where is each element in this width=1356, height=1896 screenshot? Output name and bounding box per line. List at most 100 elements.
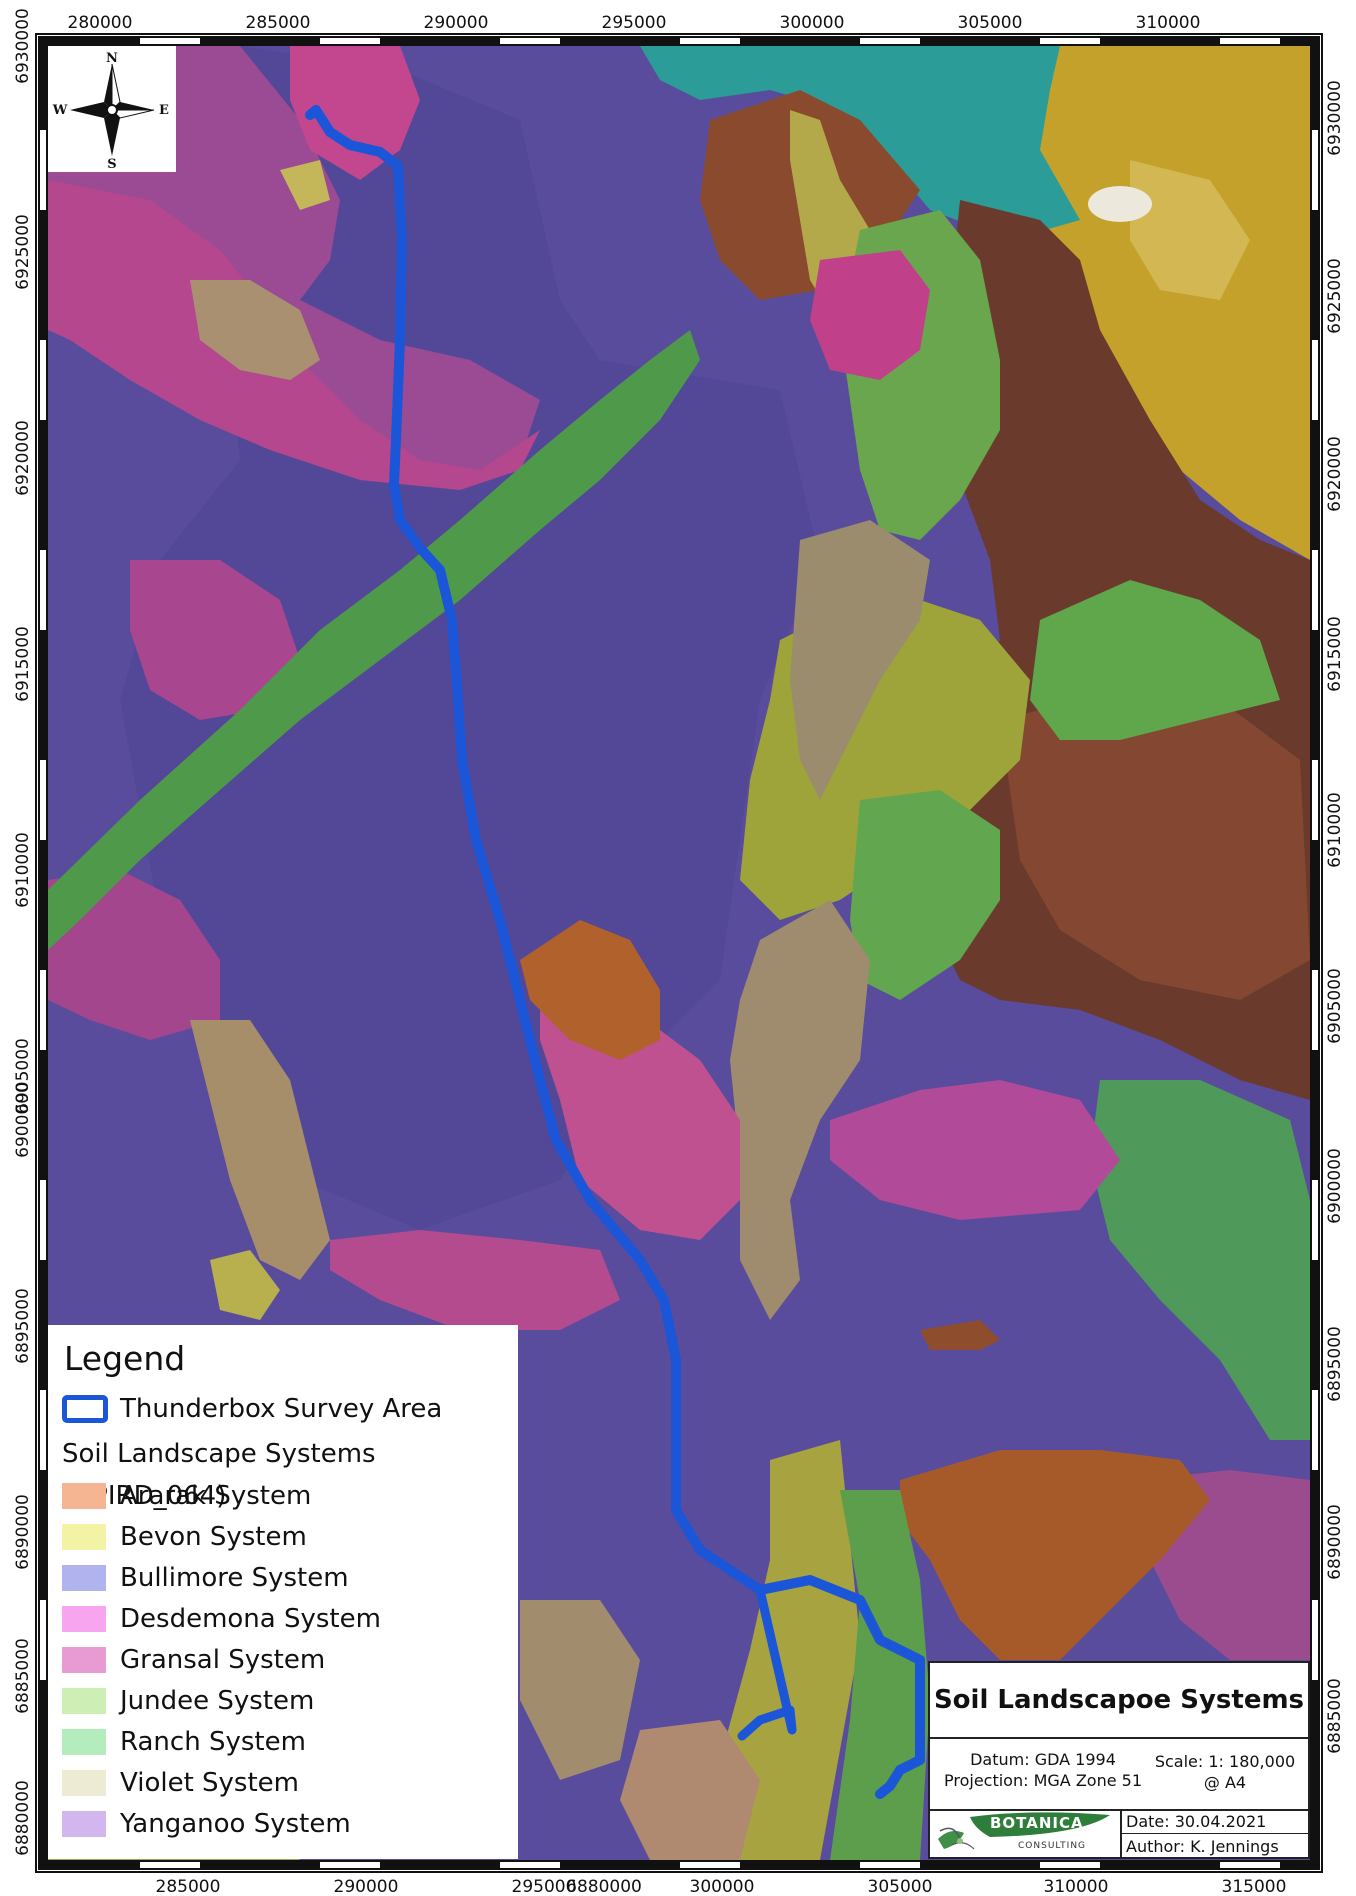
tick-left: 6885000: [13, 1638, 33, 1714]
tick-top: 295000: [602, 13, 667, 33]
tick-right: 6915000: [1325, 616, 1345, 692]
compass-e-label: E: [159, 103, 169, 118]
soil-zone-ararak-se: [900, 1450, 1210, 1660]
tick-bottom: 6880000: [566, 1877, 642, 1896]
soil-zone-gransal-west: [130, 560, 300, 720]
tick-top: 280000: [68, 13, 133, 33]
tick-right: 6900000: [1325, 1148, 1345, 1224]
legend-item-label: Jundee System: [120, 1685, 315, 1716]
thunderbox-survey-area-spur: [737, 1585, 797, 1741]
ticks-left: 6930000 6925000 6920000 6915000 6910000 …: [13, 8, 33, 1856]
soil-zone-gransal-east: [830, 1080, 1120, 1220]
compass-rose: N S E W: [48, 46, 176, 172]
legend-item: Bevon System: [62, 1516, 504, 1557]
soil-zone-violet-south-2: [620, 1720, 760, 1860]
legend-swatch: [62, 1482, 106, 1509]
legend-item: Desdemona System: [62, 1598, 504, 1639]
author-text: Author: K. Jennings: [1126, 1837, 1279, 1856]
tick-left: 6905000: [13, 1038, 33, 1114]
soil-zone-gransal-n-small: [810, 250, 930, 380]
soil-zone-jundee-east: [1030, 580, 1280, 740]
tick-top: 305000: [958, 13, 1023, 33]
tick-right: 6895000: [1325, 1326, 1345, 1402]
soil-zone-gold-highlight: [1130, 160, 1250, 300]
tick-bottom: 310000: [1044, 1877, 1109, 1896]
tick-right: 6925000: [1325, 258, 1345, 334]
tick-top: 285000: [246, 13, 311, 33]
soil-zone-brown-red: [1000, 690, 1310, 1000]
tick-bottom: 295000: [512, 1877, 577, 1896]
legend-item: Gransal System: [62, 1639, 504, 1680]
soil-zone-bevon-small-nw: [280, 160, 330, 210]
legend-item: Ranch System: [62, 1721, 504, 1762]
legend-item-label: Ranch System: [120, 1726, 306, 1757]
tick-left: 6925000: [13, 214, 33, 290]
tick-bottom: 300000: [690, 1877, 755, 1896]
legend-survey-label: Thunderbox Survey Area: [120, 1393, 443, 1424]
title-block: Soil Landscapoe Systems Datum: GDA 1994 …: [928, 1661, 1310, 1859]
map-info: Datum: GDA 1994 Projection: MGA Zone 51 …: [930, 1737, 1308, 1811]
salt-lake: [1088, 186, 1152, 222]
tick-left: 6910000: [13, 832, 33, 908]
tick-top: 300000: [780, 13, 845, 33]
ticks-bottom: 285000 290000 295000 6880000 300000 3050…: [156, 1877, 1287, 1896]
legend-items: Ararak System Bevon System Bullimore Sys…: [62, 1475, 504, 1844]
neatline-bottom: [38, 1860, 1320, 1870]
tick-left: 6890000: [13, 1494, 33, 1570]
legend-survey-swatch: [62, 1394, 108, 1423]
neatline-top: [38, 36, 1320, 46]
legend-item: Violet System: [62, 1762, 504, 1803]
compass-n-label: N: [106, 51, 118, 66]
tick-left: 6920000: [13, 420, 33, 496]
neatline-segments: [40, 38, 1318, 1868]
legend-item-label: Bevon System: [120, 1521, 307, 1552]
soil-zone-desdemona-south: [330, 1230, 620, 1330]
soil-zone-ararak-mid: [520, 920, 660, 1060]
logo-sub: CONSULTING: [1018, 1841, 1087, 1851]
legend-item: Yanganoo System: [62, 1803, 504, 1844]
legend-title: Legend: [64, 1339, 186, 1378]
tick-right: 6920000: [1325, 436, 1345, 512]
legend-swatch: [62, 1564, 106, 1591]
legend-subtitle: Soil Landscape Systems (DPIRD_064): [62, 1439, 376, 1511]
neatline-right: [1310, 36, 1320, 1870]
legend-item-label: Gransal System: [120, 1644, 326, 1675]
datum-projection: Datum: GDA 1994 Projection: MGA Zone 51: [938, 1749, 1148, 1791]
soil-zone-gransal-nw-pink: [48, 180, 540, 490]
tick-bottom: 315000: [1222, 1877, 1287, 1896]
legend-swatch: [62, 1810, 106, 1837]
legend-item-label: Desdemona System: [120, 1603, 381, 1634]
tick-left: 6895000: [13, 1288, 33, 1364]
neatline-left: [38, 36, 48, 1870]
tick-top: 290000: [424, 13, 489, 33]
ticks-right: 6930000 6925000 6920000 6915000 6910000 …: [1325, 80, 1345, 1754]
map-title: Soil Landscapoe Systems: [930, 1663, 1308, 1739]
tick-top: 310000: [1136, 13, 1201, 33]
soil-zone-violet-nw: [190, 280, 320, 380]
soil-zone-jundee-band: [48, 330, 700, 950]
legend-swatch: [62, 1523, 106, 1550]
soil-zone-violet-mid: [790, 520, 930, 800]
legend-item: Jundee System: [62, 1680, 504, 1721]
scale-info: Scale: 1: 180,000 @ A4: [1142, 1751, 1308, 1793]
legend-item: Bullimore System: [62, 1557, 504, 1598]
scale-text: Scale: 1: 180,000: [1154, 1752, 1296, 1771]
legend-panel: Legend Thunderbox Survey Area Soil Lands…: [48, 1325, 518, 1859]
tick-left: 6930000: [13, 8, 33, 84]
soil-zone-violet-west: [190, 1020, 330, 1280]
tick-right: 6930000: [1325, 80, 1345, 156]
tick-left: 6900000: [13, 1082, 33, 1158]
logo-name: BOTANICA: [990, 1814, 1084, 1832]
soil-zone-violet-sw: [520, 1600, 640, 1780]
legend-swatch: [62, 1769, 106, 1796]
legend-item-label: Yanganoo System: [120, 1808, 351, 1839]
soil-zone-teal: [640, 46, 1080, 240]
legend-swatch: [62, 1605, 106, 1632]
botanica-logo-icon: [938, 1812, 1110, 1850]
soil-zone-violet-south: [730, 900, 870, 1320]
compass-w-label: W: [52, 103, 68, 118]
soil-zone-jundee-mid: [850, 790, 1000, 1000]
legend-swatch: [62, 1728, 106, 1755]
datum-text: Datum: GDA 1994: [970, 1750, 1116, 1769]
soil-zone-gransal-west-2: [48, 870, 220, 1040]
